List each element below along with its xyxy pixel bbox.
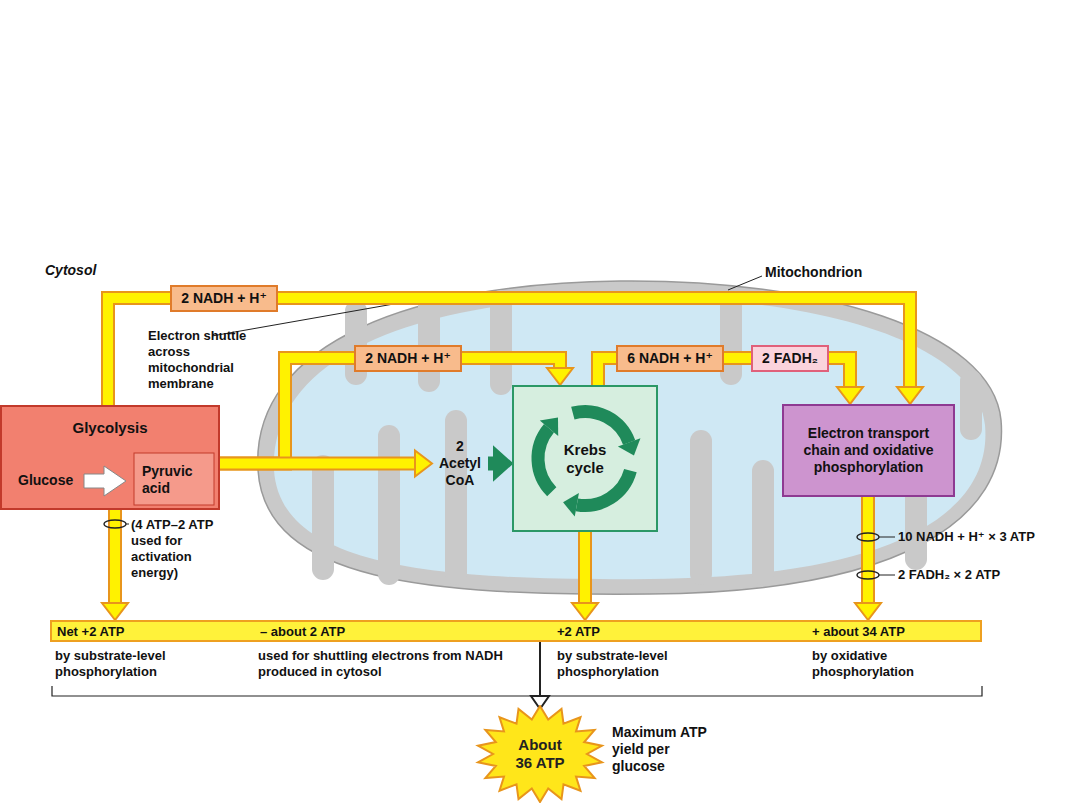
note-label: Maximum ATP yield per glucose <box>612 724 712 775</box>
flow-line <box>278 298 910 389</box>
starburst: About 36 ATP <box>475 705 605 803</box>
cycle-arrowhead <box>540 418 558 436</box>
node-text: 2 FADH₂ <box>762 350 818 367</box>
note-label: Electron shuttle across mitochondrial me… <box>148 328 248 392</box>
arrowhead <box>572 603 598 620</box>
arrowhead <box>415 451 432 477</box>
node-text: – about 2 ATP <box>260 623 345 640</box>
cycle-box: Krebs cycle <box>512 385 658 532</box>
sub-box <box>134 453 214 505</box>
arrowhead <box>547 368 573 385</box>
flow-line <box>578 532 592 605</box>
starburst-shape <box>478 706 602 802</box>
flow-arrow <box>572 532 598 620</box>
process-arrow <box>84 466 126 496</box>
node-text: Krebs cycle <box>555 441 615 477</box>
band-note: by substrate-level phosphorylation <box>55 648 215 680</box>
flow-arrow <box>220 358 354 464</box>
node-text: Electron transport chain and oxidative p… <box>791 425 946 476</box>
flow-line <box>110 510 120 605</box>
note-label: 10 NADH + H⁺ × 3 ATP <box>898 529 1035 545</box>
mitochondrion-outer <box>258 281 1002 594</box>
node-text: + about 34 ATP <box>812 623 905 640</box>
arrowhead <box>855 603 881 620</box>
caption-label: Cytosol <box>45 262 96 278</box>
node-text: 2 NADH + H⁺ <box>365 350 451 367</box>
node-text: Glycolysis <box>2 419 218 437</box>
cristae <box>312 290 982 585</box>
flow-line <box>580 532 590 605</box>
cycle-arc <box>577 471 631 506</box>
caption-label: Mitochondrion <box>765 264 862 280</box>
yield-band: Net +2 ATP – about 2 ATP +2 ATP + about 34 … <box>50 620 982 642</box>
arrowhead <box>837 387 863 404</box>
loop-marker <box>104 520 126 528</box>
node-text: Glucose <box>18 472 73 489</box>
flow-line <box>108 510 122 605</box>
cycle-arrowhead <box>563 493 579 517</box>
flow-line <box>829 358 850 389</box>
carrier-box: 2 NADH + H⁺ <box>170 285 278 312</box>
carrier-box: 2 FADH₂ <box>751 345 829 372</box>
cycle-arc <box>538 428 552 491</box>
node-text: 2 Acetyl CoA <box>434 438 486 489</box>
flow-line <box>539 642 541 698</box>
flow-line <box>861 497 875 605</box>
node-text: +2 ATP <box>557 623 600 640</box>
process-box: Electron transport chain and oxidative p… <box>782 404 955 497</box>
bracket <box>52 686 982 696</box>
cycle-arc <box>573 412 629 443</box>
band-note: by oxidative phosphorylation <box>812 648 972 680</box>
arrowhead <box>897 387 923 404</box>
node-text: About 36 ATP <box>510 736 570 772</box>
node-text: Net +2 ATP <box>57 623 125 640</box>
leader-line <box>879 537 895 538</box>
flow-line <box>863 497 873 605</box>
flow-arrow <box>829 358 863 404</box>
flow-arrow <box>462 358 573 385</box>
arrowhead <box>102 603 128 620</box>
flow-line <box>220 358 354 464</box>
flow-line <box>220 459 417 469</box>
flow-arrow <box>220 451 432 477</box>
note-label: (4 ATP–2 ATP used for activation energy) <box>131 517 236 581</box>
arrowhead <box>494 448 512 480</box>
flow-arrow <box>724 358 751 359</box>
node-text: 6 NADH + H⁺ <box>627 350 713 367</box>
flow-line <box>220 358 354 464</box>
flow-line <box>724 353 751 363</box>
flow-line <box>220 457 417 471</box>
node-text: Pyruvic acid <box>142 463 212 497</box>
molecule-label: 2 Acetyl CoA <box>432 436 488 491</box>
flow-line <box>598 358 616 385</box>
band-note: used for shuttling electrons from NADH p… <box>258 648 513 680</box>
carrier-box: 2 NADH + H⁺ <box>354 345 462 372</box>
flow-arrow <box>102 510 128 620</box>
flow-arrow <box>531 642 549 709</box>
flow-line <box>724 351 751 365</box>
flow-line <box>829 358 850 389</box>
cycle-arrowhead <box>618 438 641 455</box>
flow-line <box>278 298 910 389</box>
band-note: by substrate-level phosphorylation <box>557 648 717 680</box>
flow-line <box>462 358 560 370</box>
loop-marker <box>857 571 879 579</box>
leader-line <box>728 276 762 290</box>
carrier-box: 6 NADH + H⁺ <box>616 345 724 372</box>
node-text: 2 NADH + H⁺ <box>181 290 267 307</box>
flow-arrow <box>855 497 881 620</box>
loop-marker <box>857 533 879 541</box>
flow-line <box>598 358 616 385</box>
flow-arrow <box>488 448 512 480</box>
leader-line <box>879 575 895 576</box>
flow-line <box>462 358 560 370</box>
leader-line <box>126 524 129 525</box>
process-box: GlycolysisGlucose Pyruvic acid <box>0 405 220 510</box>
note-label: 2 FADH₂ × 2 ATP <box>898 567 1000 583</box>
flow-arrow <box>598 358 616 385</box>
